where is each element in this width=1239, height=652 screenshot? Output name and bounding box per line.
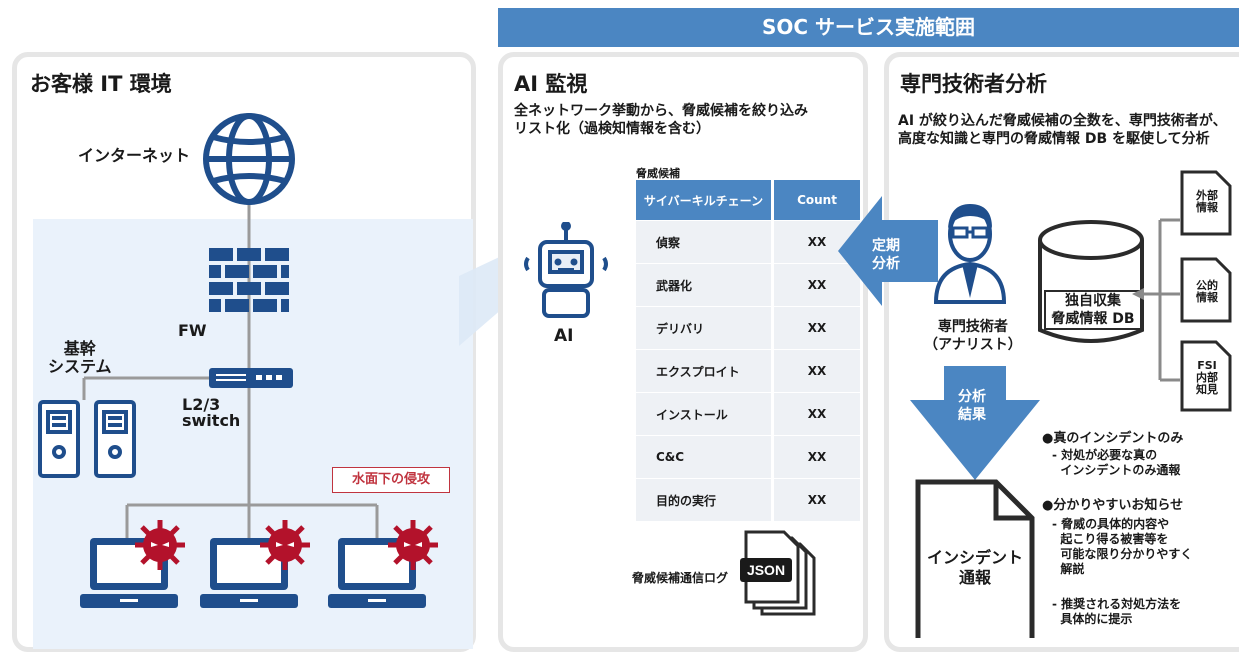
ai-title: AI 監視	[514, 72, 588, 96]
customer-title: お客様 IT 環境	[30, 72, 172, 96]
soc-scope-banner: SOC サービス実施範囲	[498, 8, 1239, 47]
json-label: JSON	[747, 562, 785, 578]
switch-label: L2/3 switch	[182, 395, 241, 430]
external-info-doc-icon	[1180, 170, 1232, 236]
kill-chain-stage: 偵察	[636, 220, 773, 264]
header-kill-chain: サイバーキルチェーン	[636, 180, 773, 221]
database-label: 独自収集 脅威情報 DB	[1044, 290, 1142, 330]
stage-count: XX	[771, 435, 860, 479]
switch-icon	[209, 368, 293, 388]
bullet-true-incident-item: - 対処が必要な真の インシデントのみ通報	[1052, 448, 1181, 477]
analyst-icon	[933, 204, 1007, 304]
incident-report-doc-icon	[915, 479, 1035, 638]
stage-count: XX	[771, 478, 860, 521]
fsi-knowledge-doc-icon	[1180, 340, 1232, 412]
virus-icon-2	[260, 520, 310, 570]
bullet-clear-notice-item-2: - 推奨される対処方法を 具体的に提示	[1052, 597, 1182, 626]
ai-robot-label: AI	[554, 326, 574, 346]
underwater-attack-badge: 水面下の侵攻	[332, 467, 450, 493]
ai-description: 全ネットワーク挙動から、脅威候補を絞り込み リスト化（過検知情報を含む）	[514, 103, 808, 137]
periodic-analysis-label: 定期 分析	[872, 238, 900, 272]
expert-title: 専門技術者分析	[900, 72, 1047, 96]
globe-icon	[203, 113, 295, 205]
analyst-label: 専門技術者 （アナリスト）	[924, 319, 1022, 353]
stage-count: XX	[771, 263, 860, 307]
stage-count: XX	[771, 306, 860, 350]
network-lines	[82, 205, 379, 580]
threat-table-caption: 脅威候補	[636, 167, 680, 180]
fsi-knowledge-label: FSI 内部 知見	[1196, 359, 1218, 396]
kill-chain-stage: 目的の実行	[636, 478, 773, 521]
doc-connectors	[1132, 218, 1180, 382]
virus-icon-1	[135, 520, 185, 570]
virus-icon-3	[388, 520, 438, 570]
threat-log-label: 脅威候補通信ログ	[632, 571, 729, 585]
kill-chain-stage: エクスプロイト	[636, 349, 773, 393]
firewall-icon	[209, 248, 289, 312]
bullet-clear-notice-head: ●分かりやすいお知らせ	[1042, 498, 1184, 513]
zoom-projection	[459, 252, 510, 346]
laptop-icon-3	[328, 538, 426, 608]
bullet-true-incident-head: ●真のインシデントのみ	[1042, 431, 1184, 446]
fw-label: FW	[178, 321, 207, 340]
kill-chain-stage: インストール	[636, 392, 773, 436]
server-icon	[38, 400, 136, 478]
kill-chain-stage: 武器化	[636, 263, 773, 307]
public-info-label: 公的 情報	[1196, 279, 1218, 304]
internet-label: インターネット	[78, 146, 191, 165]
kill-chain-stage: C&C	[636, 435, 773, 479]
customer-network-diagram	[38, 113, 438, 608]
robot-icon	[524, 222, 608, 318]
header-count: Count	[771, 180, 860, 221]
core-system-label: 基幹 システム	[48, 339, 112, 376]
incident-report-label: インシデント 通報	[926, 548, 1023, 587]
analysis-result-arrow	[910, 366, 1040, 480]
periodic-analysis-arrow	[838, 196, 938, 306]
virus-icons	[135, 520, 438, 570]
table-header-row: サイバーキルチェーン Count	[636, 180, 860, 221]
expert-description: AI が絞り込んだ脅威候補の全数を、専門技術者が、 高度な知識と専門の脅威情報 …	[898, 113, 1227, 147]
public-info-doc-icon	[1180, 257, 1232, 323]
analysis-result-label: 分析 結果	[958, 389, 986, 423]
bullet-clear-notice-item-1: - 脅威の具体的内容や 起こり得る被害等を 可能な限り分かりやすく 解説	[1052, 517, 1193, 576]
kill-chain-stage: デリバリ	[636, 306, 773, 350]
json-document-icon: JSON	[740, 530, 816, 616]
external-info-label: 外部 情報	[1196, 189, 1218, 214]
stage-count: XX	[771, 349, 860, 393]
stage-count: XX	[771, 392, 860, 436]
